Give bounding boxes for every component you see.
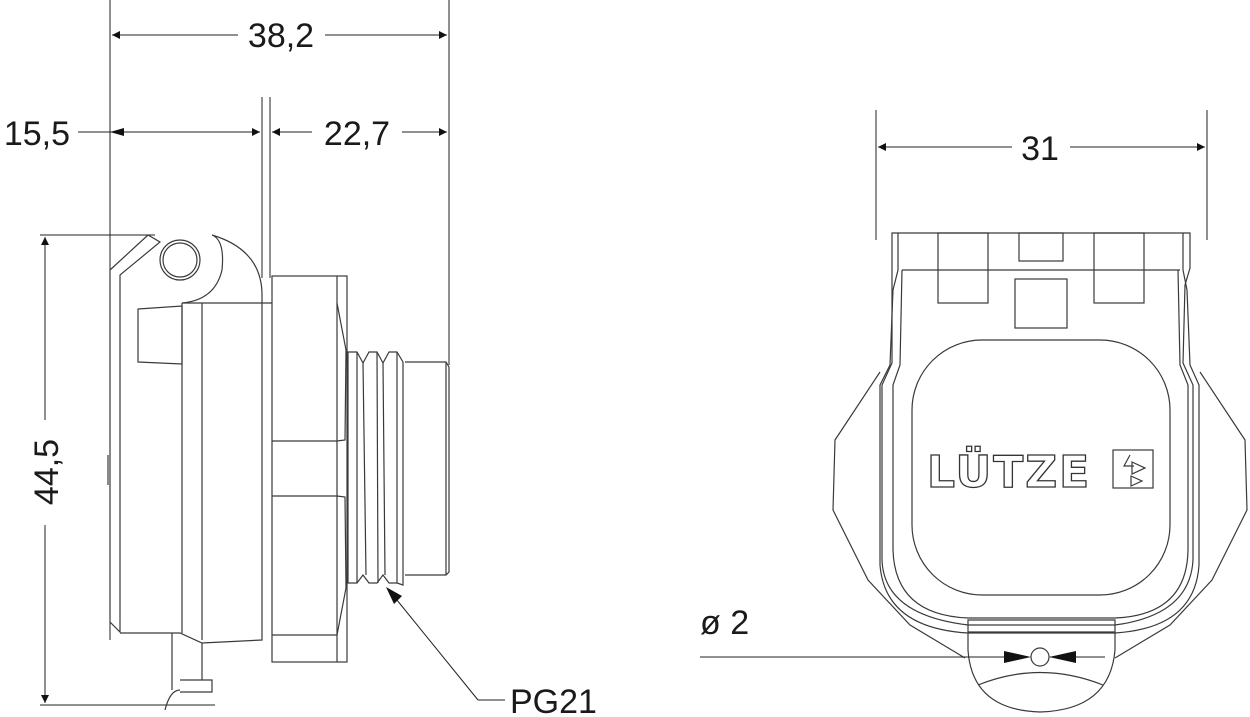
- dimension-hole-diameter: ø 2: [700, 604, 1105, 663]
- dimension-label: 22,7: [324, 115, 390, 153]
- dimension-rear-length: 22,7: [272, 115, 447, 153]
- dimension-front-length: 15,5: [4, 115, 260, 153]
- side-view: 38,2 15,5 22,7 44,5: [4, 0, 597, 717]
- dimension-label: 44,5: [28, 439, 66, 505]
- front-view: 31 LÜTZE: [700, 110, 1248, 713]
- connector-front-body: LÜTZE: [832, 232, 1248, 713]
- dimension-label: 15,5: [4, 115, 70, 153]
- dimension-label: 31: [1021, 130, 1059, 168]
- dimension-label: 38,2: [248, 17, 314, 55]
- thread-label: PG21: [510, 683, 597, 717]
- logo-text: LÜTZE: [927, 445, 1091, 498]
- dimension-height: 44,5: [28, 237, 66, 703]
- thread-callout: PG21: [386, 587, 597, 717]
- dimension-label: ø 2: [700, 604, 749, 642]
- connector-side-body: [107, 234, 450, 711]
- dimension-overall-length: 38,2: [112, 17, 447, 55]
- lutze-logo: LÜTZE: [926, 444, 1154, 499]
- dimension-width: 31: [878, 130, 1205, 168]
